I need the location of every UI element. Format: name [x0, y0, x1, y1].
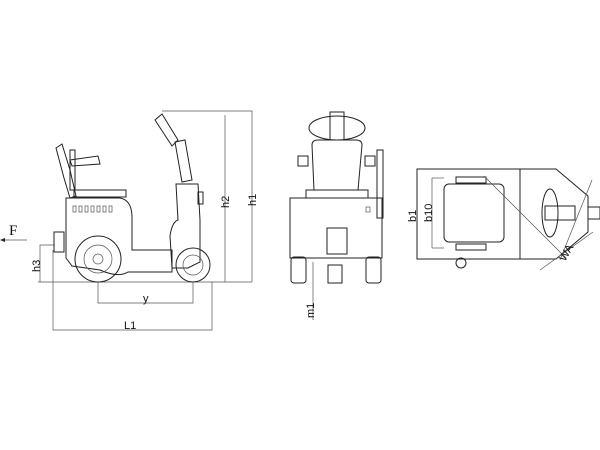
drive-wheel: [327, 264, 343, 284]
tiller: [544, 205, 576, 221]
body: [65, 197, 173, 276]
front-cab: [519, 168, 589, 260]
b10-label: b10: [423, 204, 435, 222]
armrest-left: [455, 176, 487, 184]
column-handle: [197, 191, 204, 205]
left-wheel: [290, 256, 307, 284]
y-dimension: [97, 282, 194, 304]
h1-dimension: [162, 110, 253, 282]
right-wheel: [365, 256, 382, 284]
L1-dimension: [52, 250, 213, 331]
m1-label: m1: [305, 303, 317, 318]
tiller-arm: [174, 139, 193, 183]
tow-hitch: [53, 231, 65, 253]
h2-label: h2: [220, 196, 232, 208]
wa-arc: [539, 231, 594, 271]
body: [289, 197, 383, 259]
steering-column: [169, 183, 201, 269]
b1-label: b1: [407, 210, 419, 222]
seat-post: [69, 149, 76, 191]
vent-slots: [72, 205, 113, 213]
h1-label: h1: [247, 194, 259, 206]
rear-wheel: [74, 235, 122, 283]
front-view: [289, 111, 384, 320]
force-label: F: [9, 223, 17, 239]
h3-label: h3: [31, 260, 43, 272]
L1-label: L1: [124, 320, 136, 332]
top-view: [416, 168, 600, 271]
steering-wheel: [541, 188, 559, 238]
y-label: y: [143, 293, 149, 305]
seat: [73, 189, 127, 198]
armrest-right: [455, 243, 487, 251]
left-armrest: [297, 155, 309, 167]
hitch: [587, 206, 600, 220]
seat: [443, 183, 505, 243]
wa-line: [483, 175, 567, 259]
steering-wheel: [308, 115, 366, 141]
right-armrest: [364, 155, 376, 167]
seat-back: [55, 143, 77, 199]
seat-back: [311, 139, 363, 191]
beacon: [455, 257, 467, 269]
armrest: [69, 155, 101, 167]
wa-label: WA: [557, 242, 576, 264]
control-panel: [326, 227, 348, 255]
side-view: [0, 110, 253, 331]
beacon-pole: [376, 149, 384, 219]
tiller-head: [154, 113, 179, 147]
h3-dimension: [39, 244, 55, 282]
